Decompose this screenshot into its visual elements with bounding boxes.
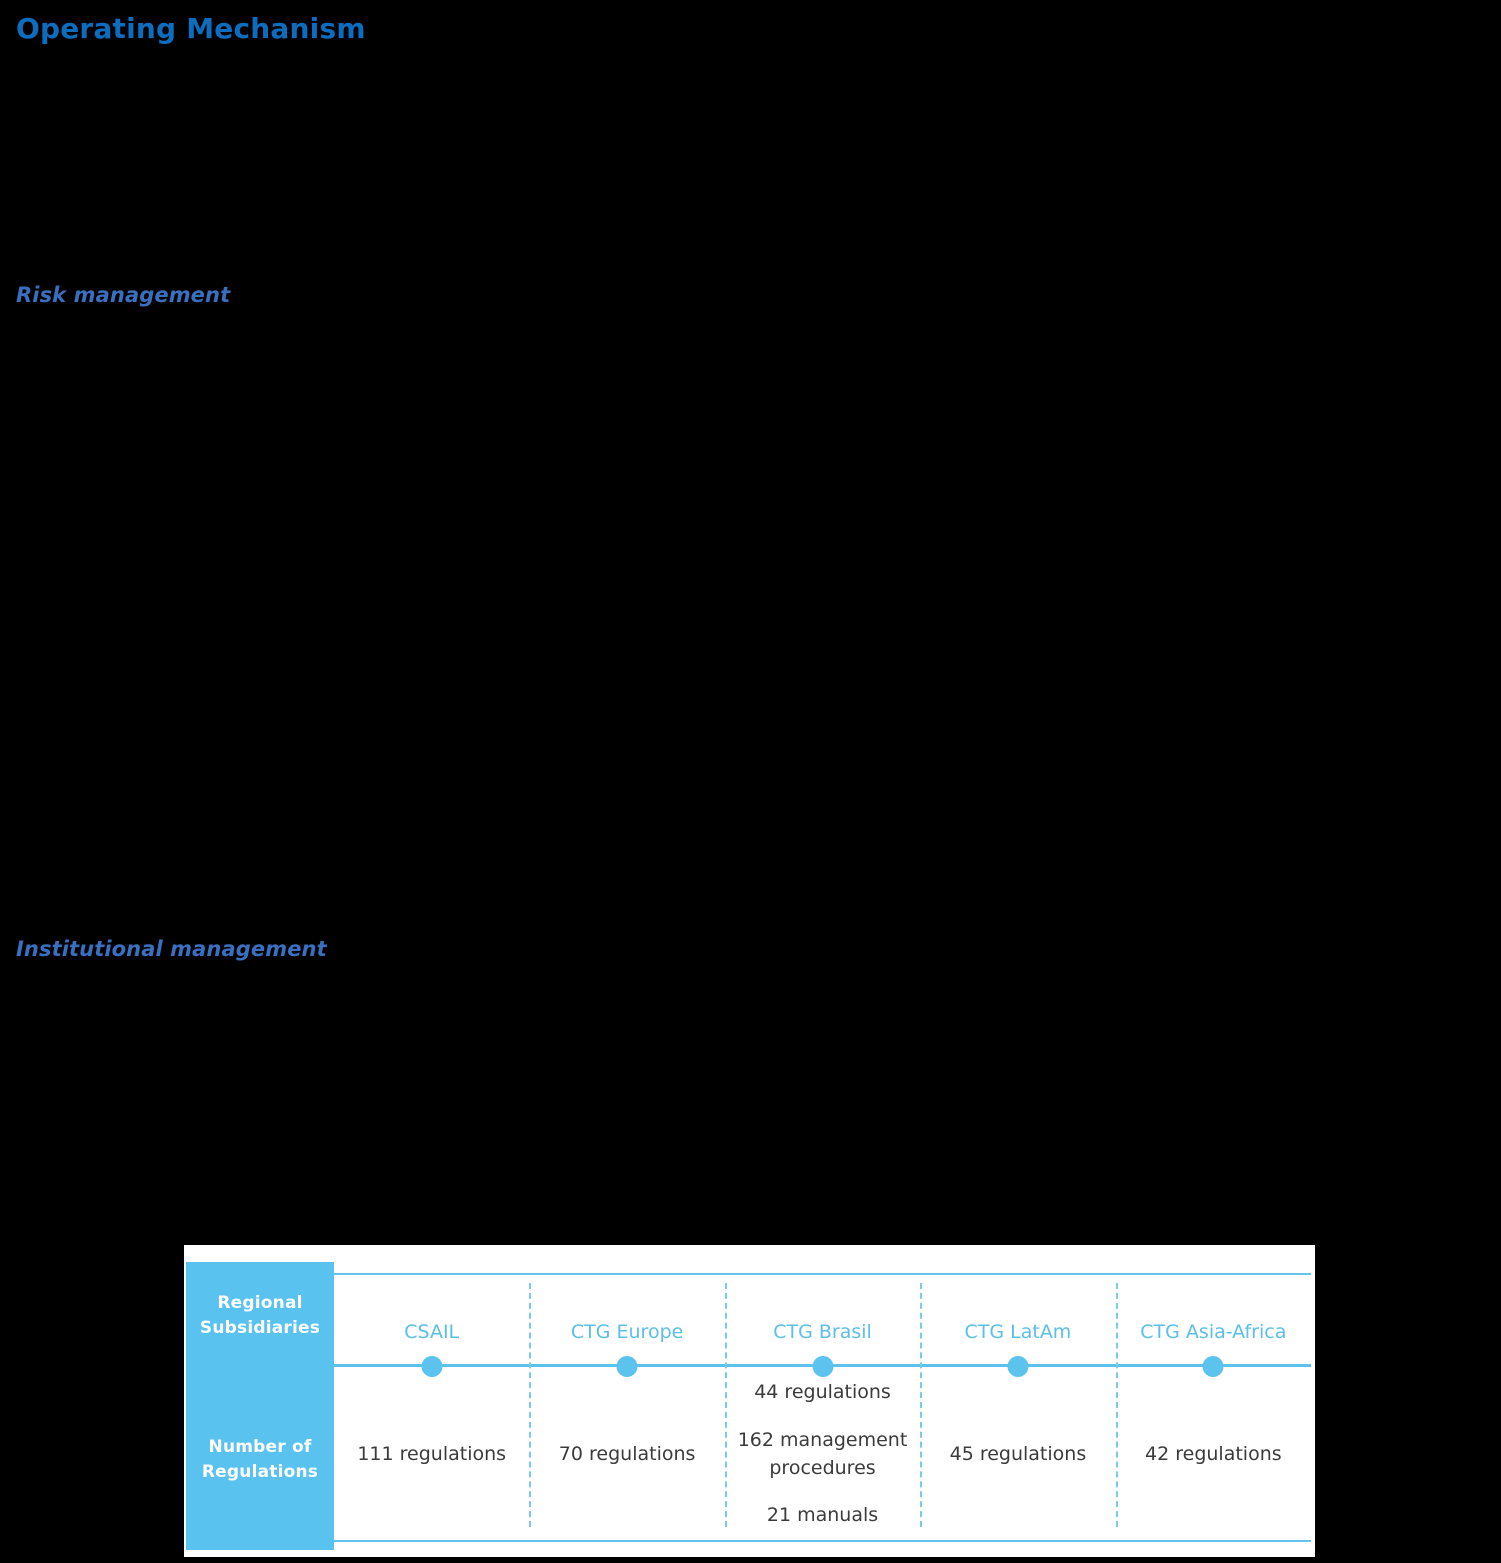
page-title: Operating Mechanism <box>16 12 366 45</box>
column-value: 42 regulations <box>1145 1442 1282 1465</box>
column-value: 44 regulations <box>754 1381 891 1404</box>
table-column-ctg-asia-africa: CTG Asia-Africa 42 regulations <box>1115 1275 1311 1540</box>
column-header-ctg-europe: CTG Europe <box>570 1321 684 1343</box>
timeline-dot-icon <box>421 1356 443 1377</box>
table-row-label-column: Regional Subsidiaries Number of Regulati… <box>186 1262 334 1550</box>
timeline-dot-icon <box>1007 1356 1029 1377</box>
column-values-ctg-latam: 45 regulations <box>920 1383 1115 1526</box>
column-header-ctg-latam: CTG LatAm <box>964 1321 1072 1343</box>
column-values-csail: 111 regulations <box>334 1383 529 1526</box>
column-value: 162 management procedures <box>737 1428 908 1479</box>
column-header-ctg-asia-africa: CTG Asia-Africa <box>1140 1321 1287 1343</box>
column-value: 45 regulations <box>949 1442 1087 1465</box>
row-label-number-of-regulations: Number of Regulations <box>186 1370 334 1550</box>
column-header-csail: CSAIL <box>404 1321 460 1343</box>
table-column-ctg-europe: CTG Europe 70 regulations <box>529 1275 724 1540</box>
table-columns: CSAIL 111 regulations CTG Europe 70 regu… <box>334 1275 1311 1540</box>
row-label-line-2: Subsidiaries <box>199 1318 321 1338</box>
row-label-line-1: Number of <box>208 1437 312 1458</box>
column-header-ctg-brasil: CTG Brasil <box>773 1321 872 1343</box>
timeline-dot-icon <box>812 1356 834 1377</box>
table-column-csail: CSAIL 111 regulations <box>334 1275 529 1540</box>
column-values-ctg-europe: 70 regulations <box>529 1383 724 1526</box>
column-values-ctg-asia-africa: 42 regulations <box>1116 1383 1311 1526</box>
table-top-rule <box>334 1273 1311 1275</box>
column-value: 70 regulations <box>558 1442 696 1465</box>
table-column-ctg-brasil: CTG Brasil 44 regulations 162 management… <box>724 1275 920 1540</box>
table-column-ctg-latam: CTG LatAm 45 regulations <box>920 1275 1115 1540</box>
row-label-line-1: Regional <box>217 1293 303 1314</box>
table-bottom-rule <box>334 1540 1311 1542</box>
row-label-line-2: Regulations <box>201 1462 319 1482</box>
column-value: 111 regulations <box>357 1442 507 1465</box>
regional-subsidiaries-table: Regional Subsidiaries Number of Regulati… <box>184 1245 1315 1557</box>
timeline-dot-icon <box>1202 1356 1224 1377</box>
column-value: 21 manuals <box>766 1504 879 1527</box>
timeline-dot-icon <box>616 1356 638 1377</box>
column-values-ctg-brasil: 44 regulations 162 management procedures… <box>725 1381 920 1526</box>
section-heading-risk-management: Risk management <box>16 283 231 307</box>
row-label-regional-subsidiaries: Regional Subsidiaries <box>186 1262 334 1370</box>
section-heading-institutional-management: Institutional management <box>16 937 327 961</box>
